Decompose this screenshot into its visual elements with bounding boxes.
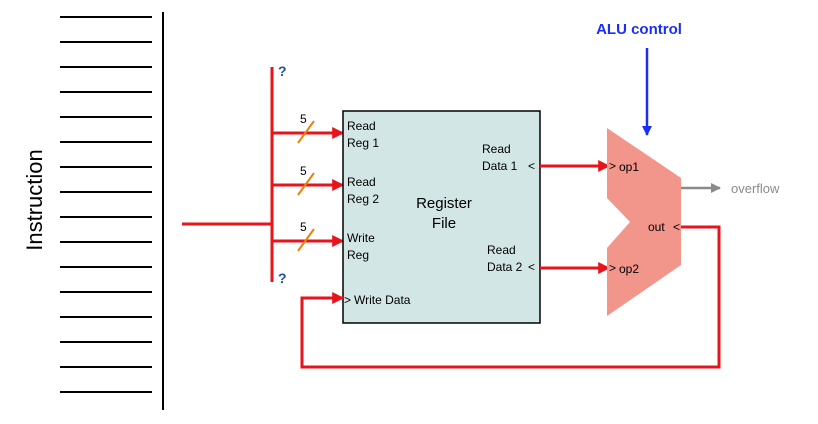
read-data2-label-1: Read (487, 243, 516, 257)
register-file-title-1: Register (416, 195, 472, 212)
register-file-block (342, 110, 541, 324)
bus-width-slashes (297, 120, 315, 252)
read-data1-label-2: Data 1 (482, 159, 518, 173)
read-reg2-label-1: Read (347, 175, 376, 189)
feedback-wire (300, 225, 721, 369)
instruction-bus (182, 67, 345, 282)
alu-control-label: ALU control (596, 21, 682, 38)
question-mark-top: ? (278, 63, 287, 79)
write-reg-label-2: Reg (347, 248, 369, 262)
write-data-label: Write Data (354, 293, 411, 307)
read-data1-label-1: Read (482, 142, 511, 156)
alu-op1-label: op1 (619, 160, 639, 174)
alu-op2-label: op2 (619, 262, 639, 276)
alu-block (607, 128, 681, 316)
read-reg1-label-1: Read (347, 119, 376, 133)
read-reg1-label-2: Reg 1 (347, 136, 379, 150)
bus-width-label-1: 5 (300, 112, 307, 126)
write-reg-label-1: Write (347, 231, 375, 245)
instruction-lines (60, 16, 152, 393)
write-data-caret: > (344, 293, 351, 307)
op2-caret: > (609, 261, 616, 275)
out-caret: < (673, 220, 680, 234)
alu-out-label: out (648, 220, 665, 234)
read-reg2-label-2: Reg 2 (347, 192, 379, 206)
bus-width-label-2: 5 (300, 164, 307, 178)
read-data2-label-2: Data 2 (487, 260, 523, 274)
overflow-label: overflow (731, 181, 780, 196)
question-mark-bottom: ? (278, 270, 287, 286)
instruction-label: Instruction (22, 149, 47, 251)
read-data2-caret: < (528, 260, 535, 274)
bus-width-label-3: 5 (300, 220, 307, 234)
register-file-title-2: File (432, 215, 456, 232)
op1-caret: > (609, 159, 616, 173)
read-data1-caret: < (528, 159, 535, 173)
